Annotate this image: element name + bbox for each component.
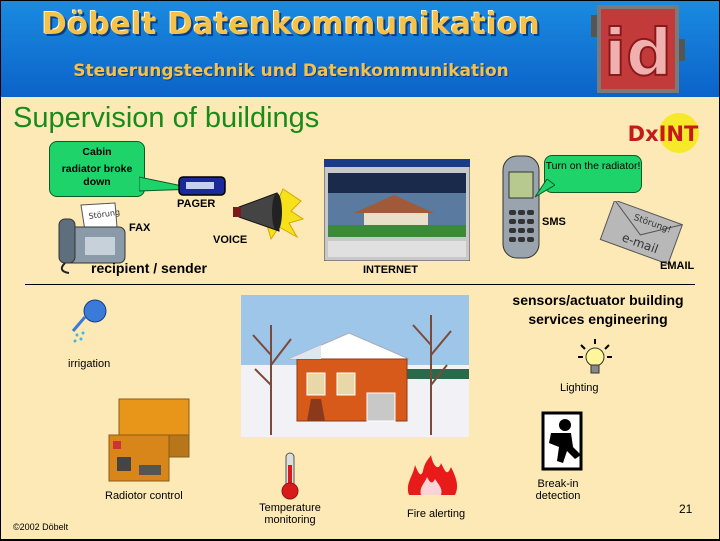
- page-number: 21: [679, 502, 693, 516]
- fire-alerting-label: Fire alerting: [407, 508, 466, 520]
- sensors-heading: sensors/actuator building services engin…: [498, 291, 698, 329]
- copyright: ©2002 Döbelt: [13, 522, 69, 532]
- mobile-phone-icon: [502, 155, 540, 259]
- thermometer-icon: [281, 452, 299, 500]
- internet-label: INTERNET: [363, 264, 418, 276]
- fax-icon: Störung: [58, 202, 126, 274]
- sensors-heading-line2: services engineering: [528, 311, 668, 327]
- page-title: Supervision of buildings: [13, 102, 320, 134]
- voice-label: VOICE: [213, 234, 248, 246]
- winter-house-image: [241, 295, 469, 437]
- sms-bubble-tail-icon: [535, 179, 555, 198]
- email-envelope-icon: Störung! e-mail: [599, 201, 683, 265]
- fire-icon: [407, 455, 458, 495]
- pager-icon: [178, 176, 226, 196]
- irrigation-label: irrigation: [68, 358, 111, 370]
- internet-browser-icon: [324, 159, 470, 261]
- watering-can-icon: [71, 299, 107, 343]
- temperature-label: Temperature monitoring: [255, 502, 325, 526]
- divider-line: [25, 284, 695, 285]
- dxint-logo-icon: DxINT: [628, 113, 699, 153]
- burglar-icon: [541, 411, 583, 471]
- id-logo-icon: id: [591, 5, 685, 93]
- break-in-label-line2: detection: [535, 490, 581, 502]
- break-in-label: Break-in detection: [531, 478, 585, 502]
- logo-text: id: [604, 17, 672, 91]
- pager-bubble-line1: Cabin: [82, 146, 112, 158]
- temperature-label-line1: Temperature: [259, 502, 321, 514]
- fax-label: FAX: [129, 222, 151, 234]
- pager-bubble-line2: radiator broke down: [61, 163, 133, 188]
- email-label: EMAIL: [660, 260, 695, 272]
- break-in-label-line1: Break-in: [537, 478, 579, 490]
- dxint-text: DxINT: [628, 122, 699, 146]
- boiler-icon: [108, 398, 190, 482]
- recipient-sender-label: recipient / sender: [91, 260, 207, 276]
- company-tagline: Steuerungstechnik und Datenkommunikation: [73, 61, 509, 81]
- sensors-heading-line1: sensors/actuator building: [512, 292, 684, 308]
- company-name: Döbelt Datenkommunikation: [41, 7, 541, 42]
- sms-bubble-text: Turn on the radiator!: [545, 160, 641, 172]
- pager-message-bubble: Cabin radiator broke down: [49, 141, 145, 197]
- light-bulb-icon: [578, 339, 612, 374]
- temperature-label-line2: monitoring: [264, 514, 316, 526]
- sms-message-bubble: Turn on the radiator!: [544, 155, 642, 193]
- lighting-label: Lighting: [560, 382, 599, 394]
- radiator-control-label: Radiotor control: [105, 490, 183, 502]
- megaphone-icon: [233, 188, 305, 241]
- svg-text:Störung: Störung: [88, 208, 121, 221]
- pager-label: PAGER: [177, 198, 216, 210]
- sms-label: SMS: [542, 216, 566, 228]
